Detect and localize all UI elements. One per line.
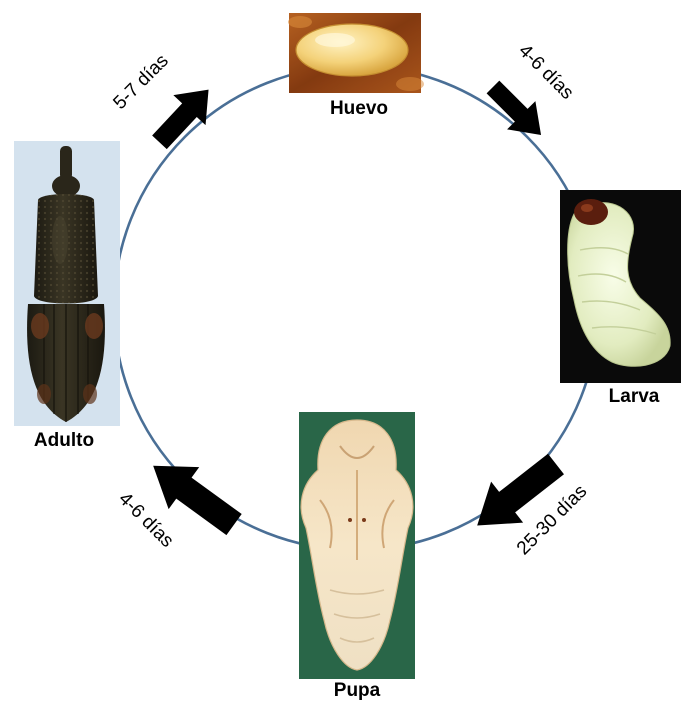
larva-photo bbox=[560, 190, 681, 383]
duration-adult-to-egg: 5-7 días bbox=[109, 50, 172, 113]
adult-label: Adulto bbox=[34, 430, 94, 451]
egg-icon bbox=[296, 24, 408, 76]
larva-head bbox=[574, 199, 608, 225]
adult-photo bbox=[14, 141, 120, 426]
pupa-photo bbox=[299, 412, 415, 679]
larva-label: Larva bbox=[609, 386, 660, 407]
egg-photo bbox=[288, 13, 424, 93]
arrow-adult-to-egg bbox=[143, 75, 224, 158]
pupa-label: Pupa bbox=[334, 680, 381, 701]
duration-egg-to-larva: 4-6 días bbox=[514, 40, 577, 103]
egg-label: Huevo bbox=[330, 98, 388, 119]
